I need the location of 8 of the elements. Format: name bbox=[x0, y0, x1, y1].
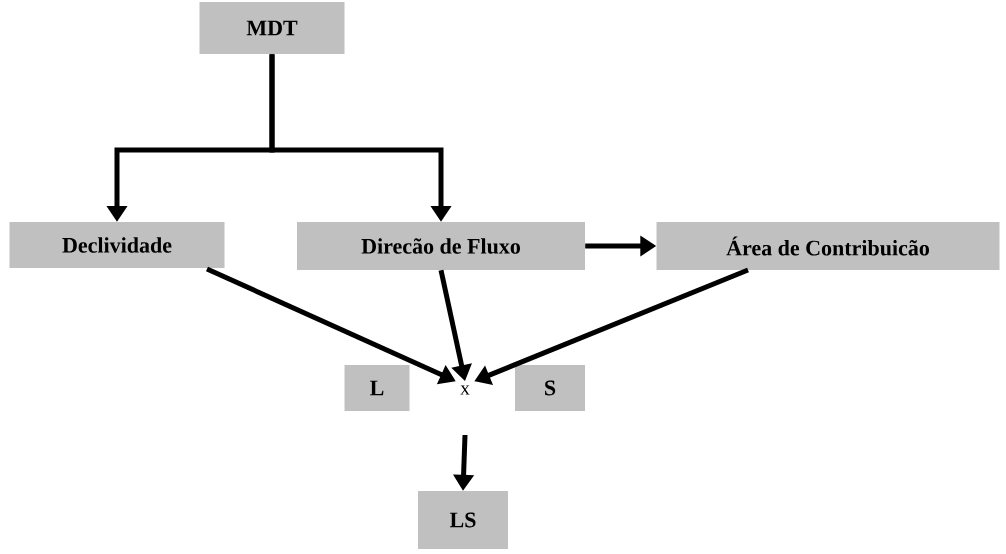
process-box: Direcão de Fluxo bbox=[297, 222, 585, 270]
operator-text: x bbox=[460, 385, 470, 395]
process-box: MDT bbox=[199, 2, 345, 54]
process-box: Área de Contribuicão bbox=[656, 222, 1000, 270]
process-box: LS bbox=[418, 491, 508, 549]
process-box: S bbox=[515, 365, 585, 411]
process-box: Declividade bbox=[9, 222, 225, 268]
process-box: L bbox=[344, 365, 410, 411]
